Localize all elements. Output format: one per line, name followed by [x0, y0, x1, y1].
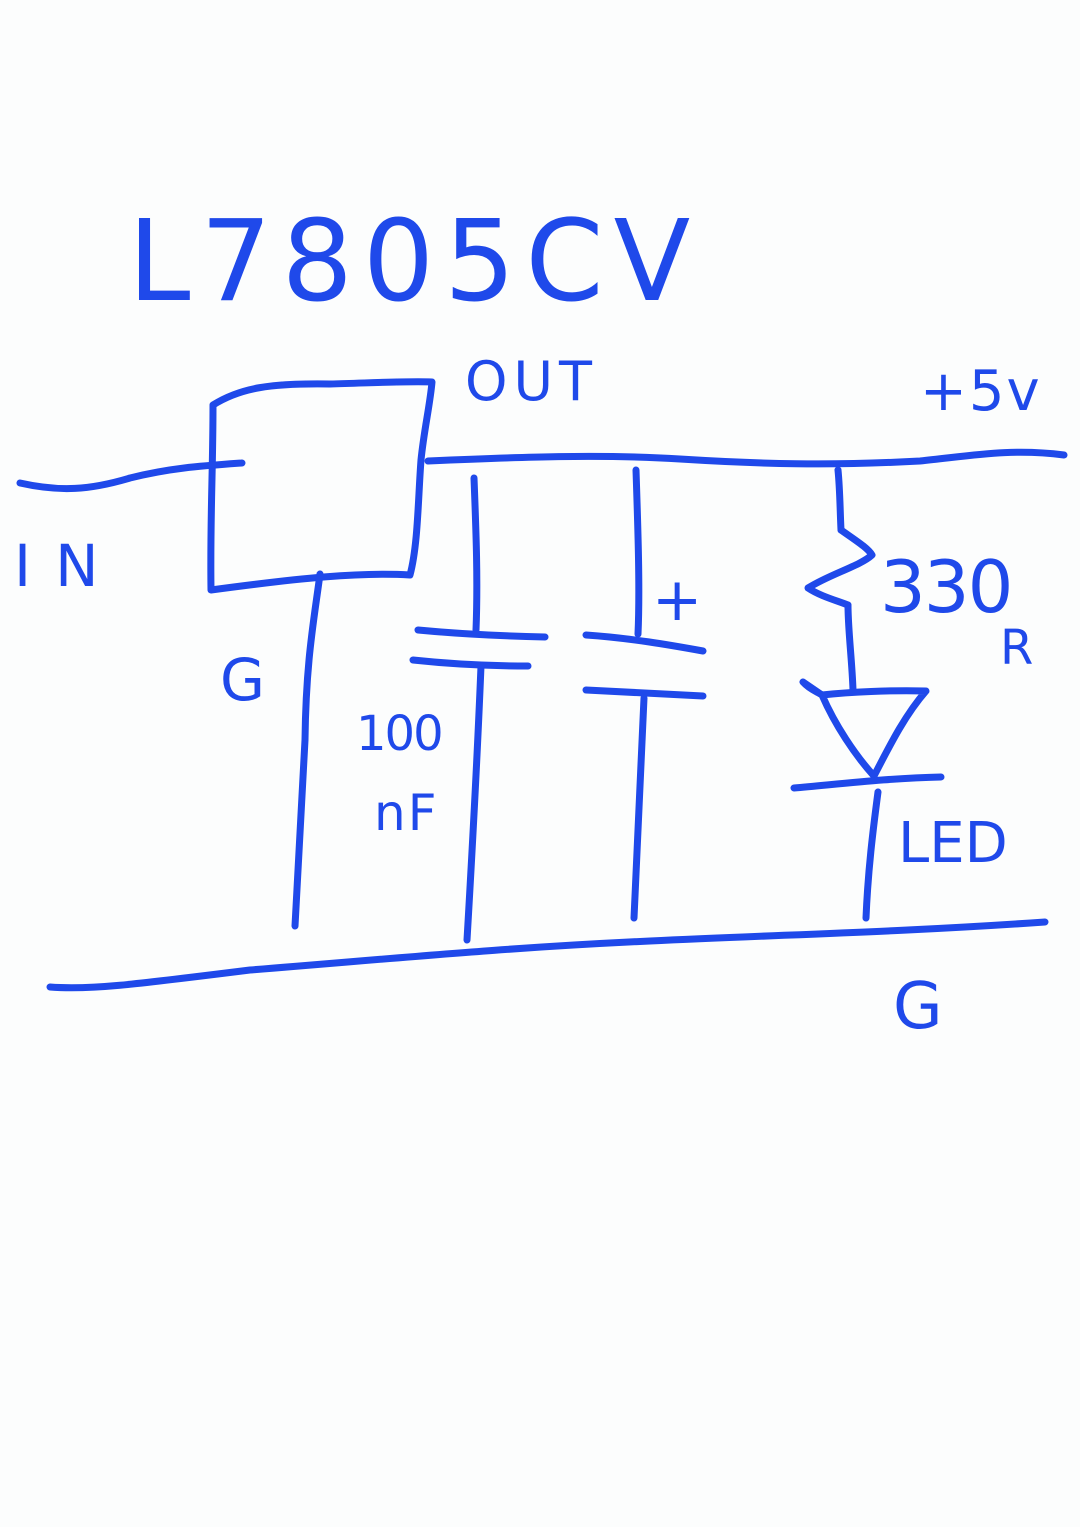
- led-cathode-bar: [790, 773, 945, 792]
- out-label: OUT: [465, 350, 598, 413]
- resistor-top-lead: [834, 466, 845, 534]
- ceramic-cap-unit: nF: [374, 784, 438, 842]
- electrolytic-cap-bottom-lead: [630, 694, 648, 922]
- ceramic-cap-value: 100: [356, 706, 442, 762]
- plus-5v-label: +5v: [920, 359, 1042, 424]
- ground-rail-label: G: [893, 970, 943, 1044]
- resistor-zigzag: [804, 526, 876, 609]
- output-rail-wire: [424, 448, 1068, 468]
- resistor-bottom-lead: [844, 601, 857, 694]
- resistor-unit-label: R: [1000, 620, 1033, 676]
- in-label: IN: [14, 532, 123, 600]
- resistor-value-label: 330: [880, 545, 1011, 629]
- led-bottom-lead: [862, 788, 882, 922]
- electrolytic-cap-top-lead: [632, 466, 643, 638]
- regulator-ground-wire: [291, 570, 324, 930]
- led-label: LED: [898, 811, 1008, 876]
- electrolytic-cap-top-plate: [582, 631, 707, 655]
- input-wire: [16, 459, 246, 493]
- ceramic-cap-bottom-lead: [463, 662, 485, 944]
- ceramic-cap-bottom-plate: [409, 656, 532, 670]
- ceramic-cap-top-lead: [470, 474, 481, 634]
- regulator-ground-label: G: [220, 646, 265, 714]
- led-triangle: [799, 678, 930, 780]
- electrolytic-cap-bottom-plate: [582, 686, 707, 700]
- title-label: L7805CV: [128, 197, 700, 327]
- ceramic-cap-top-plate: [414, 626, 549, 641]
- electrolytic-cap-plus-label: +: [652, 565, 702, 635]
- ground-rail-wire: [46, 918, 1049, 992]
- regulator-box: [207, 378, 436, 594]
